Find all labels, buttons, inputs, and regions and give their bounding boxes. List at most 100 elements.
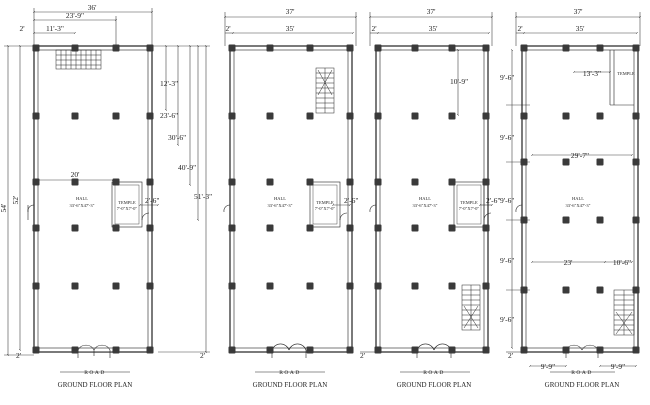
plan-3-staircase [461,284,481,331]
column-p1-r2-c3 [112,112,120,120]
plan-4-staircase [613,289,635,336]
column-p4-r6-c4 [632,346,640,354]
p4-road-label: ROAD [571,370,593,376]
column-p3-r1-c2 [411,44,419,52]
column-p3-r2-c4 [482,112,490,120]
column-p1-r5-c2 [71,282,79,290]
p1-dim-right-3: 30'-6" [168,133,186,142]
column-p4-r1-c2 [562,44,570,52]
p3-plan-title: GROUND FLOOR PLAN [397,381,472,389]
column-p4-r2-c2 [562,112,570,120]
column-p3-r6-c2 [411,346,419,354]
column-p4-r6-c3 [596,346,604,354]
column-p4-r1-c4 [632,44,640,52]
column-p3-r3-c4 [482,178,490,186]
column-p2-r6-c4 [346,346,354,354]
column-p1-r1-c2 [71,44,79,52]
plan-2-staircase [315,67,335,114]
p1-dim-right-1: 12'-3" [160,79,178,88]
column-p1-r6-c3 [112,346,120,354]
p3-dim-left-setback: 2' [371,24,377,33]
column-p1-r6-c2 [71,346,79,354]
column-p1-r2-c1 [32,112,40,120]
p3-temple-size: 7'-0"X7'-0" [459,206,480,211]
p1-dim-left-setback: 2' [19,24,25,33]
plan-2-main-entrance [270,343,310,358]
column-p2-r1-c4 [346,44,354,52]
column-p4-r3-c4 [632,158,640,166]
column-p4-r4-c4 [632,216,640,224]
column-p1-r4-c3 [112,224,120,232]
column-p1-r5-c3 [112,282,120,290]
plan-2-side-windows [223,204,231,213]
p1-plan-title: GROUND FLOOR PLAN [58,381,133,389]
p4-dim-bay-1: 9'-6" [500,73,514,82]
column-p4-r1-c1 [520,44,528,52]
p4-dim-hall-span-a: 29'-7" [571,151,589,160]
plan-1-main-entrance [76,344,112,358]
column-p4-r2-c4 [632,112,640,120]
column-p4-r6-c2 [562,346,570,354]
column-p4-r3-c2 [562,158,570,166]
p1-dim-left-segment: 11'-3" [46,24,64,33]
column-p4-r5-c3 [596,286,604,294]
p3-hall-size: 33'-6"X47'-3" [412,203,437,208]
p2-hall-size: 33'-6"X47'-3" [267,203,292,208]
p4-dim-bay-4: 9'-6" [500,256,514,265]
column-p3-r4-c1 [374,224,382,232]
p1-dim-depth-inner: 52' [11,195,20,205]
column-p4-r5-c1 [520,286,528,294]
column-p2-r4-c4 [346,224,354,232]
column-p3-r1-c1 [374,44,382,52]
p1-hall-size: 33'-6"X47'-3" [69,203,94,208]
column-p2-r2-c3 [306,112,314,120]
p4-plan-title: GROUND FLOOR PLAN [545,381,620,389]
column-p2-r5-c2 [266,282,274,290]
p4-dim-stair-span: 10'-6" [613,258,631,267]
column-p2-r5-c3 [306,282,314,290]
p4-dim-bottom-left: 2' [508,351,514,360]
plan-3-side-windows [369,204,377,213]
plan-1-staircase [55,49,102,70]
plan-3-outer-wall [375,45,489,353]
column-p3-r4-c4 [482,224,490,232]
p3-road-label: ROAD [423,370,445,376]
p2-plan-title: GROUND FLOOR PLAN [253,381,328,389]
column-p3-r5-c2 [411,282,419,290]
plan-1 [4,8,210,373]
plan-1-side-windows [27,204,35,220]
plan-1-outer-wall [33,45,153,353]
column-p3-r6-c1 [374,346,382,354]
column-p1-r3-c2 [71,178,79,186]
column-p3-r1-c4 [482,44,490,52]
column-p4-r1-c3 [596,44,604,52]
plan-4-side-windows [515,204,523,213]
column-p3-r1-c3 [448,44,456,52]
p1-dim-right-4: 40'-9" [178,163,196,172]
column-p1-r2-c4 [146,112,154,120]
p1-dim-right-5: 51'-3" [194,192,212,201]
p2-temple-name: TEMPLE [316,200,334,205]
p2-road-label: ROAD [279,370,301,376]
p1-dim-overall-width: 36' [88,3,98,12]
column-p3-r6-c3 [448,346,456,354]
column-p2-r2-c2 [266,112,274,120]
p1-dim-bottom-left: 2' [16,351,22,360]
column-p4-r4-c3 [596,216,604,224]
p1-road-label: ROAD [84,370,106,376]
column-p2-r5-c1 [228,282,236,290]
column-p3-r5-c4 [482,282,490,290]
column-p2-r3-c2 [266,178,274,186]
plan-2-outer-wall [229,45,353,353]
p4-dim-overall-width: 37' [574,7,584,16]
plan-4-outer-wall [521,45,639,353]
p1-dim-right-2: 23'-6" [160,111,178,120]
column-p1-r2-c2 [71,112,79,120]
column-p4-r6-c1 [520,346,528,354]
column-p1-r3-c3 [112,178,120,186]
p1-dim-depth-outer: 54' [0,203,8,213]
p1-dim-hall-span: 20' [71,170,81,179]
plan-3 [360,12,494,373]
